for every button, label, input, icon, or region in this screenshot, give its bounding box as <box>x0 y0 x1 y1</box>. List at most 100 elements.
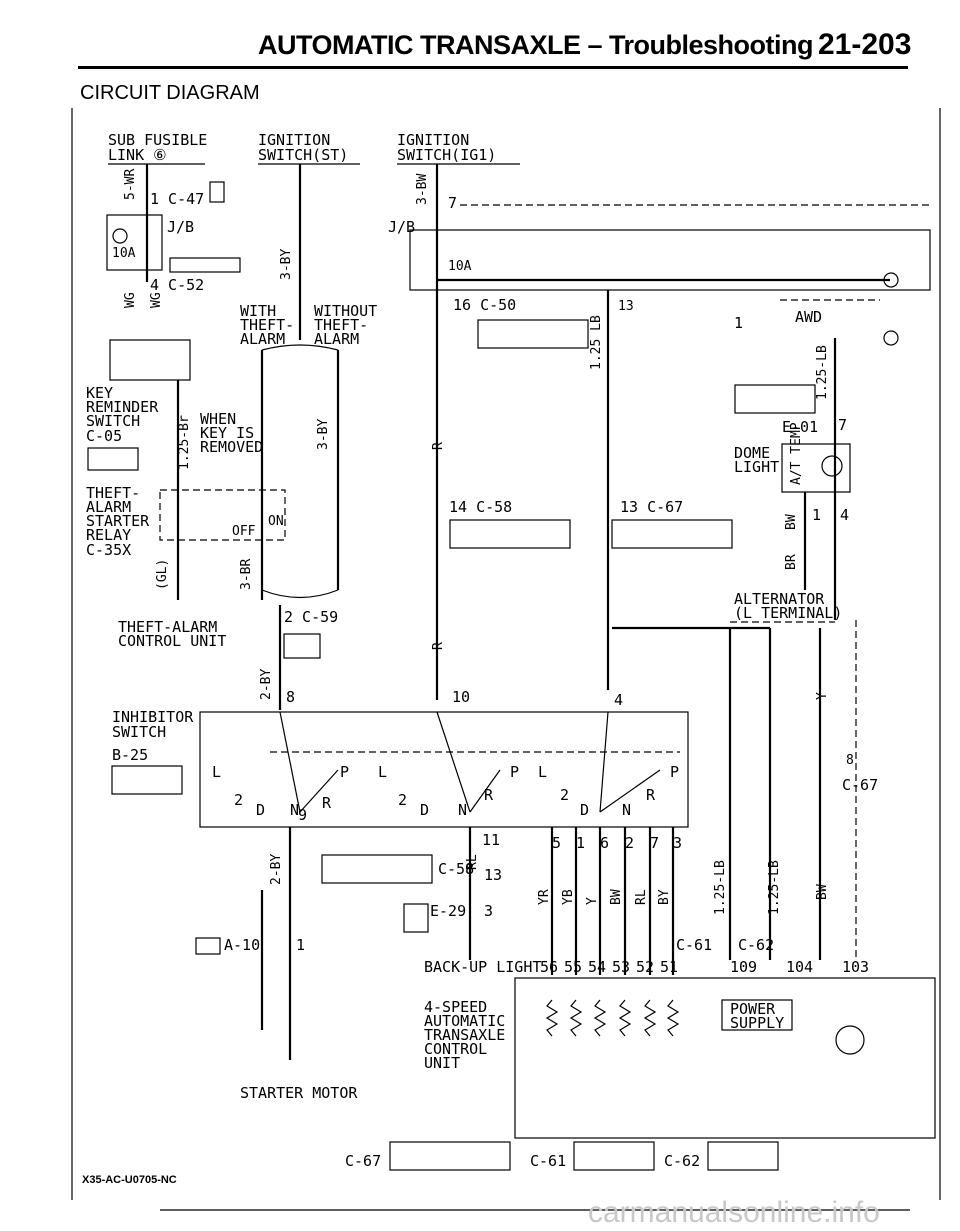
key-reminder-3: SWITCH <box>86 412 140 430</box>
sw-p-2: P <box>510 763 519 781</box>
connector-c61b: C-61 <box>530 1152 566 1170</box>
pin-6: 6 <box>600 834 609 852</box>
pin-56: 56 <box>540 958 558 976</box>
wire-label-y2: Y <box>585 897 600 905</box>
pin-11: 11 <box>482 831 500 849</box>
pin-8b: 8 <box>846 753 854 768</box>
key-reminder-1: KEY <box>86 384 113 402</box>
tcu-wires <box>550 827 675 975</box>
connector-e01-block <box>734 384 816 414</box>
wire-label-5wr: 5-WR <box>123 169 138 200</box>
connector-c67b: C-67 <box>842 776 878 794</box>
wire-label-y: Y <box>815 692 830 700</box>
sw-r-3: R <box>646 786 656 804</box>
connector-c61: C-61 <box>676 936 712 954</box>
connector-c58b-block <box>321 854 433 884</box>
pin-5: 5 <box>552 834 561 852</box>
connector-c50-block <box>477 319 589 349</box>
when-key-1: WHEN <box>200 410 236 428</box>
inhibitor-3: B-25 <box>112 746 148 764</box>
wire-label-125lb2: 1.25-LB <box>815 345 830 400</box>
connector-e29: E-29 <box>430 902 466 920</box>
page-header-title: AUTOMATIC TRANSAXLE – Troubleshooting <box>258 30 814 60</box>
wire-label-3by: 3-BY <box>279 249 294 280</box>
with-theft-3: ALARM <box>240 330 285 348</box>
inhibitor-2: SWITCH <box>112 723 166 741</box>
wire-label-wg2: WG <box>149 292 164 308</box>
fuse-amp-2: 10A <box>448 259 472 274</box>
ignition-st-label: IGNITION <box>258 131 330 149</box>
wire-label-3by-2: 3-BY <box>316 419 331 450</box>
connector-c59: 2 C-59 <box>284 608 338 626</box>
connector-a10: A-10 <box>224 936 260 954</box>
wire-label-gl: (GL) <box>155 559 170 590</box>
connector-c62b-block <box>707 1141 779 1171</box>
sub-fusible-label: SUB FUSIBLE <box>108 131 207 149</box>
junction-2-icon <box>883 330 899 346</box>
wire-label-2by-2: 2-BY <box>269 854 284 885</box>
sw-l-2: L <box>378 763 387 781</box>
connector-e29-icon <box>403 903 429 933</box>
wire-label-3br: 3-BR <box>239 559 254 590</box>
sw-2-1: 2 <box>234 791 243 809</box>
pin-1b: 1 <box>812 506 821 524</box>
wire-label-wg: WG <box>123 292 138 308</box>
inhibitor-1: INHIBITOR <box>112 708 194 726</box>
pin-3b: 3 <box>484 902 493 920</box>
pin-103: 103 <box>842 958 869 976</box>
theft-unit-2: CONTROL UNIT <box>118 632 226 650</box>
ignition-st-switch: SWITCH(ST) <box>258 146 348 164</box>
without-theft-3: ALARM <box>314 330 359 348</box>
pin-9: 9 <box>298 806 307 824</box>
fuse-num-icon <box>112 228 128 244</box>
pin-55: 55 <box>564 958 582 976</box>
connector-c67a: 13 C-67 <box>620 498 683 516</box>
key-reminder-box <box>109 339 191 381</box>
connector-c67c-block <box>389 1141 511 1171</box>
pin-2: 2 <box>625 834 634 852</box>
relay-label-3: STARTER <box>86 512 150 530</box>
jb2-label: J/B <box>388 218 415 236</box>
power-supply-1: POWER <box>730 1000 776 1018</box>
connector-c52: 4 C-52 <box>150 276 204 294</box>
pin-1: 1 <box>576 834 585 852</box>
with-theft-1: WITH <box>240 302 276 320</box>
wire-label-rl: RL <box>465 854 480 870</box>
dome-light-1: DOME <box>734 444 770 462</box>
pin-52: 52 <box>636 958 654 976</box>
header-rule <box>78 66 908 69</box>
relay-label-2: ALARM <box>86 498 131 516</box>
with-theft-2: THEFT- <box>240 316 294 334</box>
connector-c47: 1 C-47 <box>150 190 204 208</box>
wire-label-3bw: 3-BW <box>415 174 430 205</box>
sw-n-3: N <box>622 801 631 819</box>
relay-label-5: C-35X <box>86 541 131 559</box>
sw-2-3: 2 <box>560 786 569 804</box>
jb-box-right <box>409 229 931 291</box>
sw-d-2: D <box>420 801 429 819</box>
pin-53: 53 <box>612 958 630 976</box>
wire-label-125br: 1.25-Br <box>177 415 192 470</box>
wire-label-bw2: BW <box>609 889 624 905</box>
connector-c67c: C-67 <box>345 1152 381 1170</box>
theft-unit-1: THEFT-ALARM <box>118 618 217 636</box>
wire-label-125lb3: 1.25-LB <box>713 860 728 915</box>
pin-13: 13 <box>618 299 634 314</box>
relay-off: OFF <box>232 524 256 539</box>
power-supply-box <box>721 999 793 1031</box>
wire-label-bw3: BW <box>815 884 830 900</box>
tcu-2: AUTOMATIC <box>424 1012 505 1030</box>
connector-c47-icon <box>209 181 225 203</box>
sw-l-3: L <box>538 763 547 781</box>
wire-label-bw: BW <box>784 514 799 530</box>
sw-d-1: D <box>256 801 265 819</box>
page-number: 21-203 <box>818 28 912 61</box>
pin-13b: 13 <box>484 866 502 884</box>
wire-label-br: BR <box>784 554 799 570</box>
wire-label-r: R <box>431 442 446 450</box>
awd-label: AWD <box>795 308 822 326</box>
pin-109: 109 <box>730 958 757 976</box>
key-reminder-connector-icon <box>87 447 139 471</box>
tcu-resistors <box>545 999 680 1037</box>
